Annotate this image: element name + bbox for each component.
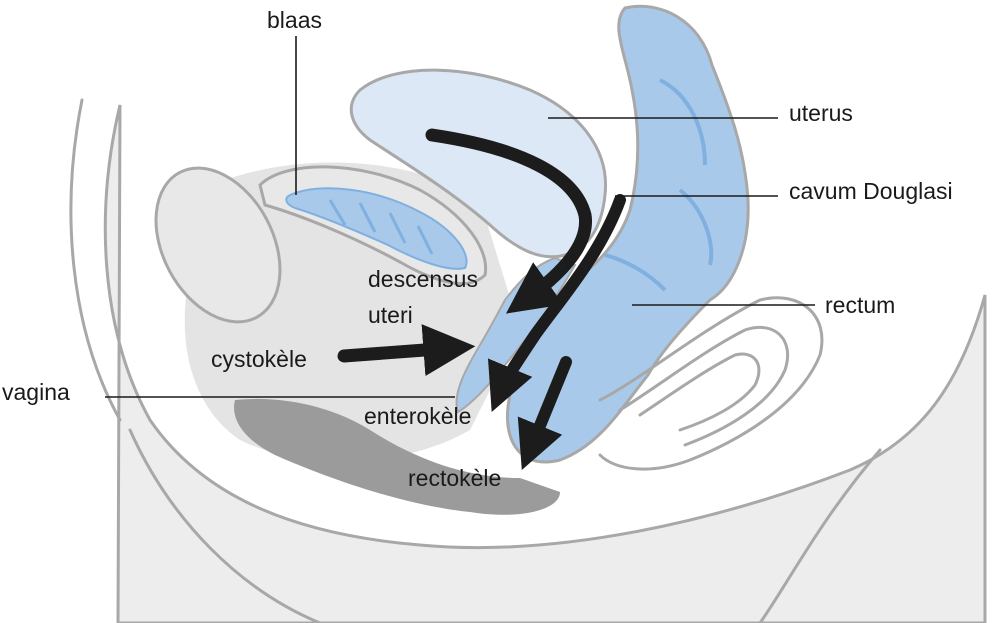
bladder-fold — [388, 212, 407, 244]
enterokele-arrow — [488, 194, 626, 412]
buttock-outline — [758, 448, 882, 623]
bladder-fold — [416, 225, 434, 255]
label-vagina: vagina — [2, 379, 70, 405]
anal-canal-outline — [598, 296, 824, 471]
abdominal-wall-outline — [69, 98, 122, 422]
cystokele-arrow — [337, 324, 476, 377]
label-cavum-douglasi: cavum Douglasi — [789, 178, 953, 204]
bladder-fold — [328, 199, 347, 226]
anal-canal-inner — [618, 325, 790, 447]
rectum-fold — [659, 78, 707, 166]
bladder-organ — [285, 187, 468, 270]
label-blaas: blaas — [267, 7, 322, 33]
label-cystokele: cystokèle — [211, 346, 307, 372]
rectokele-arrow — [517, 356, 572, 470]
thigh-outline — [128, 428, 322, 623]
label-rectokele: rectokèle — [408, 465, 501, 491]
label-descensus-uteri-line1: descensus — [368, 266, 478, 292]
pelvic-body-tissue — [103, 104, 987, 623]
descensus-uteri-arrow — [425, 128, 593, 314]
rectum-fold — [604, 253, 667, 292]
label-descensus-uteri-line2: uteri — [368, 302, 413, 328]
label-rectum: rectum — [825, 292, 895, 318]
pubic-bone — [154, 166, 282, 324]
anal-canal-core — [638, 352, 761, 432]
perineal-tissue — [234, 398, 560, 515]
bladder-fold — [358, 202, 377, 233]
label-uterus: uterus — [789, 100, 853, 126]
label-enterokele: enterokèle — [364, 403, 471, 429]
